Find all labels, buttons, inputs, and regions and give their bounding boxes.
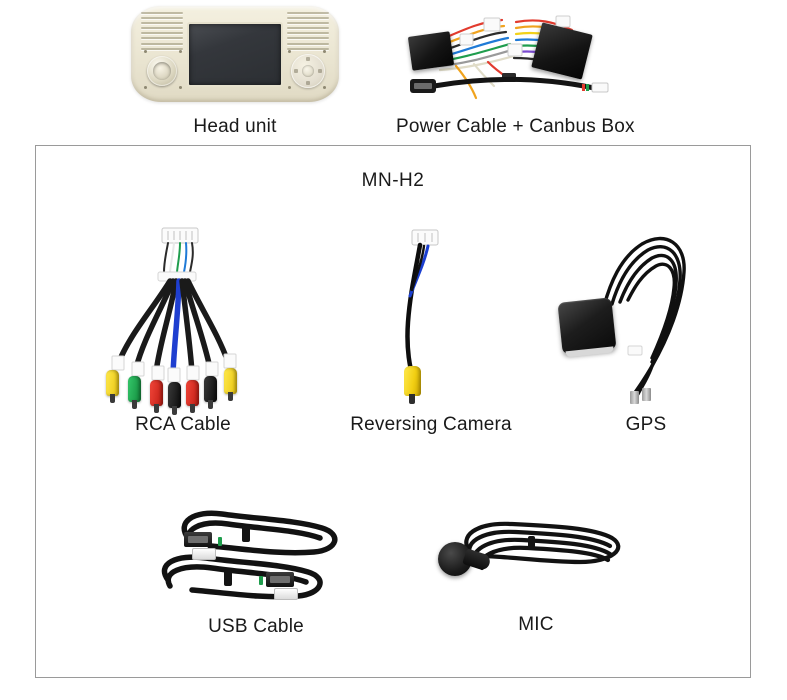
usb-a-port-1 [184,532,212,547]
accessories-frame: MN-H2 [35,145,751,678]
gps-label: GPS [625,414,667,435]
rca-plug-yellow-2 [224,368,237,401]
rca-wires [111,227,237,383]
screw-icon [323,86,326,89]
sma-connector-2 [642,388,651,401]
right-vent-slats [287,12,329,52]
item-power-cable-canbus-box: Power Cable + Canbus Box [396,4,635,144]
reversing-camera-image [336,226,526,414]
power-cable-canbus-label: Power Cable + Canbus Box [396,116,635,137]
usb-extension-cable [410,76,609,93]
item-rca-cable: RCA Cable [88,224,278,446]
usb-green-marker-1 [218,537,222,546]
top-items-row: Head unit [0,0,787,145]
screw-icon [288,50,291,53]
rca-cable-label: RCA Cable [135,414,231,435]
screw-icon [144,86,147,89]
rca-plug-green [128,376,141,409]
usb-cable-image [146,504,366,616]
item-mic: MIC [436,508,636,644]
item-usb-cable: USB Cable [146,504,366,644]
mic-image [436,508,636,616]
item-reversing-camera: Reversing Camera [336,226,526,446]
cable-tie [528,536,535,550]
usb-green-marker-2 [259,576,263,585]
gps-antenna-puck [557,297,617,355]
usb-a-port-2 [266,572,294,587]
screw-icon [323,50,326,53]
screw-icon [179,86,182,89]
cable-tie-2 [224,570,232,586]
reversing-camera-label: Reversing Camera [350,414,512,435]
mic-label: MIC [518,614,554,635]
usb-cable-label: USB Cable [208,616,304,637]
model-title: MN-H2 [361,170,425,191]
usb-cable-loops [161,510,338,600]
camera-cable [405,229,439,385]
power-cable-canbus-image [396,4,634,108]
rca-plug-red-2 [186,380,199,413]
gps-antenna-image [556,228,736,414]
usb-white-connector-1 [192,548,216,560]
left-vent-slats [141,12,183,52]
cable-tie [242,526,250,542]
item-gps: GPS [556,228,736,446]
rca-cable-image [88,224,278,415]
rca-plug-red [150,380,163,413]
head-unit-image [131,6,339,102]
rca-plug-black-2 [204,376,217,409]
screw-icon [288,86,291,89]
camera-rca-connector-yellow [404,366,421,404]
rca-plug-yellow [106,370,119,403]
head-unit-label: Head unit [193,116,277,137]
screw-icon [144,50,147,53]
head-unit-bezel [131,6,339,102]
navigation-pad [291,54,325,88]
rca-plug-black [168,382,181,415]
usb-white-connector-2 [274,588,298,600]
gps-coiled-cable [602,236,686,396]
item-head-unit: Head unit [131,6,339,144]
cable-tie [627,345,643,356]
sma-connector [630,391,639,404]
volume-knob [147,56,177,86]
screw-icon [179,50,182,53]
touchscreen-display [187,22,283,87]
